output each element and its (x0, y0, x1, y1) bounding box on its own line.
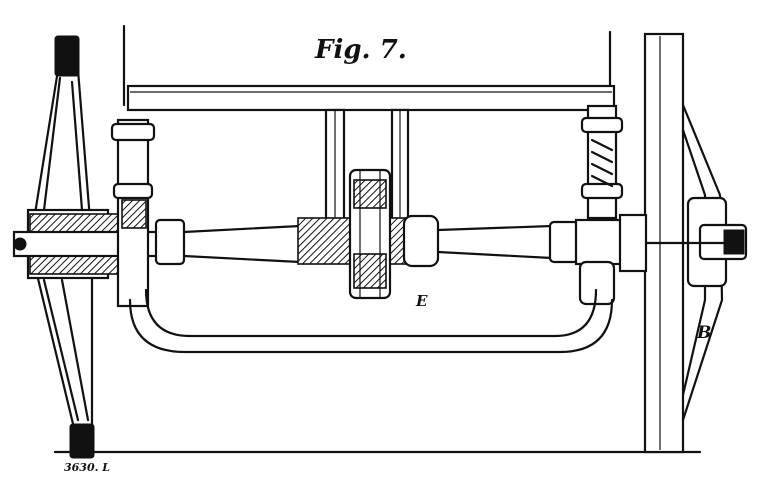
figure-title: Fig. 7. (314, 35, 407, 65)
right-column (578, 104, 624, 306)
left-column (110, 118, 156, 308)
label-b: B (696, 323, 711, 343)
plate-number: 3630. L (64, 461, 110, 474)
right-bracket (681, 103, 748, 422)
label-e: E (415, 292, 428, 310)
central-gear (348, 168, 392, 300)
u-pipe (128, 298, 614, 354)
top-frame (122, 24, 616, 112)
